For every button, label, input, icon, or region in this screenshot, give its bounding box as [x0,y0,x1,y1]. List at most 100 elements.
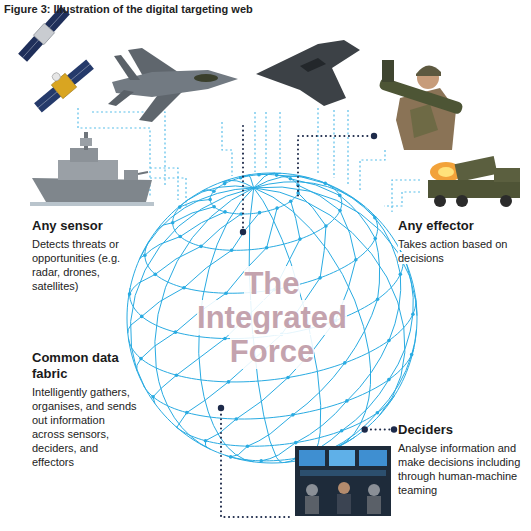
mesh-vertex [399,272,403,276]
feed-lines-part [317,108,318,174]
block-body: Takes action based on decisions [398,238,507,264]
feed-lines-part [222,122,232,176]
mesh-line [128,173,417,463]
mesh-vertex [185,411,189,415]
mesh-vertex [373,216,377,220]
text-line-box: Any effector [398,218,522,234]
mesh-vertex [289,199,293,203]
feed-lines-part [265,112,266,170]
feed-lines-part [384,192,420,206]
soldier-figure-part [382,60,394,82]
feed-lines-part [254,112,255,172]
satellite-icon [28,52,96,115]
mesh-vertex [298,237,302,241]
mesh-vertex [178,205,182,209]
block-heading: Any effector [398,218,474,233]
connector-dot [361,426,367,432]
control-room-photo-part [300,470,386,476]
mesh-vertex [376,411,380,415]
mesh-vertex [174,330,178,334]
mesh-line [128,173,417,462]
tempest-jet [256,40,360,106]
control-room-photo-part [359,450,387,466]
mesh-vertex [227,380,231,384]
mesh-vertex [275,173,279,177]
mesh-vertex [318,276,322,280]
dark-dotted-lines-part [298,136,372,200]
mesh-vertex [294,441,298,445]
rocket-launcher-truck [428,156,520,207]
soldier-figure [378,60,463,150]
control-room-photo-part [295,446,391,516]
text-block: Any sensorDetects threats or opportuniti… [32,218,146,293]
sphere-mesh [127,173,417,463]
warship-part [30,202,154,206]
rocket-launcher-truck-part [434,195,446,207]
mesh-vertex [223,337,227,341]
feed-lines-part [333,110,334,178]
text-block: Any effectorTakes action based on decisi… [398,218,522,265]
rocket-launcher-truck-part [500,195,512,207]
control-room-photo-part [338,482,350,494]
control-room-photo-part [368,484,380,496]
mesh-vertex [257,173,261,177]
text-line-box: The Integrated Force [185,267,360,369]
dotted-connector [365,429,394,431]
f35-jet [108,48,238,122]
connector-dot [391,426,397,432]
text-line-box: Deciders [398,422,524,438]
block-heading: Deciders [398,422,453,437]
rocket-launcher-truck-part [494,168,520,182]
mesh-vertex [387,378,391,382]
warship-part [80,138,92,146]
mesh-vertex [338,209,342,213]
mesh-vertex [229,455,233,459]
mesh-vertex [343,361,347,365]
mesh-vertex [340,429,344,433]
feed-lines-part [360,150,385,190]
block-body: Detects threats or opportunities (e.g. r… [32,238,120,292]
mesh-vertex [234,417,238,421]
mesh-vertex [291,413,295,417]
rocket-launcher-truck-part [456,195,468,207]
dark-dotted-lines-part [242,126,244,230]
soldier-figure-part [410,104,438,138]
rocket-launcher-truck-part [455,156,498,182]
text-line-box: Common data fabric [32,350,138,382]
mesh-vertex [376,297,380,301]
mesh-vertex [410,353,414,357]
text-line-box: Analyse information and make decisions i… [398,441,524,497]
control-room-photo-part [337,494,351,514]
text-block: DecidersAnalyse information and make dec… [398,422,524,497]
feed-lines-part [347,110,348,184]
text-line-box: Intelligently gathers, organises, and se… [32,385,138,469]
dark-dotted-lines-part [221,410,292,517]
mesh-vertex [239,176,243,180]
mesh-vertex [143,253,147,257]
tempest-jet-part [300,58,326,72]
mesh-vertex [140,315,144,319]
mesh-vertex [178,235,182,239]
mesh-vertex [345,399,349,403]
mesh-vertex [199,245,203,249]
satellite-icon-part [51,71,62,82]
mesh-vertex [338,194,342,198]
mesh-vertex [411,312,415,316]
feed-lines-part [150,178,186,206]
control-room-photo-part [306,484,318,496]
mesh-vertex [275,206,279,210]
soldier-figure-part [378,77,463,115]
mesh-line [127,173,417,463]
text-block: Common data fabricIntelligently gathers,… [32,350,138,469]
control-room-photo [295,446,391,516]
mesh-vertex [286,376,290,380]
warship [30,132,154,206]
dark-dots-part [218,405,224,411]
block-body: Analyse information and make decisions i… [398,442,520,496]
mesh-vertex [224,291,228,295]
warship-part [32,178,152,202]
mesh-vertex [230,248,234,252]
dark-dots-part [371,133,377,139]
rocket-launcher-truck-part [438,167,454,177]
